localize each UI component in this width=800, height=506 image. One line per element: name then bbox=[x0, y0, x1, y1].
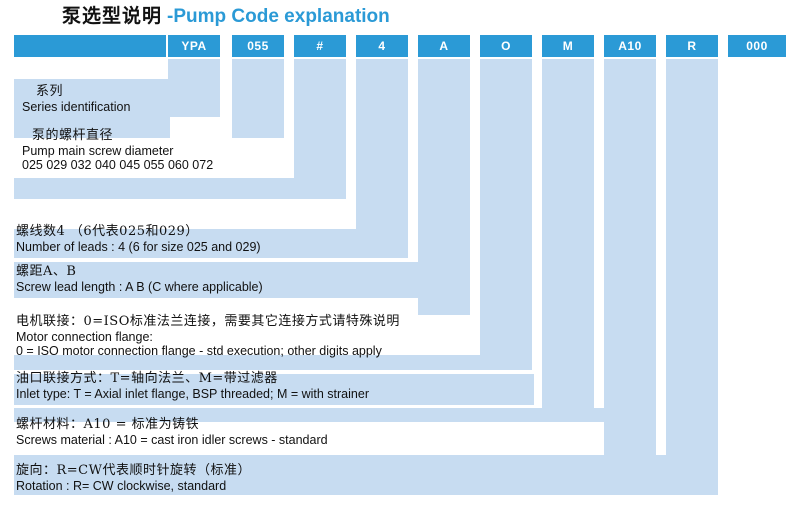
description-row-1-chinese: 系列 bbox=[36, 84, 64, 99]
code-cell-a10[interactable]: A10 bbox=[604, 35, 656, 57]
band-row-1-tail bbox=[14, 117, 170, 138]
description-row-4: 螺距A、B Screw lead length : A B (C where a… bbox=[16, 264, 263, 295]
description-row-6-chinese: 油口联接方式：T=轴向法兰、M=带过滤器 bbox=[16, 371, 278, 386]
code-cell-ypa[interactable]: YPA bbox=[168, 35, 220, 57]
description-row-3-english-0: Number of leads : 4 (6 for size 025 and … bbox=[16, 240, 261, 254]
description-row-6: 油口联接方式：T=轴向法兰、M=带过滤器 Inlet type: T = Axi… bbox=[16, 371, 369, 402]
code-cell-000[interactable]: 000 bbox=[728, 35, 786, 57]
band-row-7 bbox=[14, 408, 604, 422]
description-row-1-english-0: Series identification bbox=[22, 100, 131, 114]
description-row-5-english-0: Motor connection flange: bbox=[16, 330, 153, 344]
title-english: -Pump Code explanation bbox=[167, 6, 390, 27]
connector-column-4 bbox=[356, 59, 408, 258]
description-row-2: 泵的螺杆直径 Pump main screw diameter 025 029 … bbox=[22, 128, 213, 172]
connector-column-a bbox=[418, 59, 470, 315]
description-row-2-english-0: Pump main screw diameter bbox=[22, 144, 174, 158]
page-title: 泵选型说明-Pump Code explanation bbox=[62, 4, 390, 29]
description-row-3-chinese: 螺线数4 （6代表025和029） bbox=[16, 224, 199, 239]
code-row-leader bbox=[14, 35, 166, 57]
description-row-2-english-1: 025 029 032 040 045 055 060 072 bbox=[22, 158, 214, 172]
description-row-8-chinese: 旋向：R=CW代表顺时针旋转（标准） bbox=[16, 463, 251, 478]
connector-column-ypa bbox=[168, 59, 220, 79]
code-cell-m[interactable]: M bbox=[542, 35, 594, 57]
code-cell-000-label: 000 bbox=[746, 39, 768, 53]
description-row-4-chinese: 螺距A、B bbox=[16, 264, 77, 279]
band-row-8 bbox=[14, 455, 666, 495]
description-row-8-english-0: Rotation : R= CW clockwise, standard bbox=[16, 479, 227, 493]
code-cell-r[interactable]: R bbox=[666, 35, 718, 57]
code-cell-hash[interactable]: # bbox=[294, 35, 346, 57]
code-cell-hash-label: # bbox=[316, 39, 324, 53]
connector-column-a10 bbox=[604, 59, 656, 465]
code-cell-a10-label: A10 bbox=[618, 39, 642, 53]
connector-column-hash bbox=[294, 59, 346, 199]
connector-column-o bbox=[480, 59, 532, 370]
description-row-7: 螺杆材料：A10 = 标准为铸铁 Screws material : A10 =… bbox=[16, 417, 328, 448]
description-row-2-chinese: 泵的螺杆直径 bbox=[32, 128, 114, 143]
code-cell-4-label: 4 bbox=[378, 39, 386, 53]
description-row-5: 电机联接：0=ISO标准法兰连接，需要其它连接方式请特殊说明 Motor con… bbox=[16, 314, 400, 358]
code-cell-a-label: A bbox=[439, 39, 449, 53]
description-row-7-english-0: Screws material : A10 = cast iron idler … bbox=[16, 433, 328, 447]
connector-column-055 bbox=[232, 59, 284, 138]
band-row-1 bbox=[14, 79, 220, 117]
description-row-6-english-0: Inlet type: T = Axial inlet flange, BSP … bbox=[16, 387, 369, 401]
code-cell-055-label: 055 bbox=[247, 39, 269, 53]
band-row-2 bbox=[14, 178, 346, 199]
connector-column-r bbox=[666, 59, 718, 495]
description-row-8: 旋向：R=CW代表顺时针旋转（标准） Rotation : R= CW cloc… bbox=[16, 463, 251, 494]
band-row-3 bbox=[14, 229, 408, 258]
band-row-5 bbox=[14, 355, 484, 370]
code-cell-o[interactable]: O bbox=[480, 35, 532, 57]
code-cell-a[interactable]: A bbox=[418, 35, 470, 57]
description-row-5-english-1: 0 = ISO motor connection flange - std ex… bbox=[16, 344, 382, 358]
description-row-3: 螺线数4 （6代表025和029） Number of leads : 4 (6… bbox=[16, 224, 261, 255]
code-cell-055[interactable]: 055 bbox=[232, 35, 284, 57]
band-row-6 bbox=[14, 374, 534, 405]
description-row-5-chinese: 电机联接：0=ISO标准法兰连接，需要其它连接方式请特殊说明 bbox=[16, 314, 400, 329]
code-cell-r-label: R bbox=[687, 39, 697, 53]
code-cell-m-label: M bbox=[562, 39, 574, 53]
band-row-4 bbox=[14, 262, 422, 298]
description-row-4-english-0: Screw lead length : A B (C where applica… bbox=[16, 280, 263, 294]
connector-column-m bbox=[542, 59, 594, 422]
code-cell-o-label: O bbox=[501, 39, 511, 53]
code-cell-ypa-label: YPA bbox=[181, 39, 207, 53]
code-cell-4[interactable]: 4 bbox=[356, 35, 408, 57]
description-row-1: 系列 Series identification bbox=[22, 84, 130, 115]
description-row-7-chinese: 螺杆材料：A10 = 标准为铸铁 bbox=[16, 417, 200, 432]
title-chinese: 泵选型说明 bbox=[62, 5, 163, 27]
